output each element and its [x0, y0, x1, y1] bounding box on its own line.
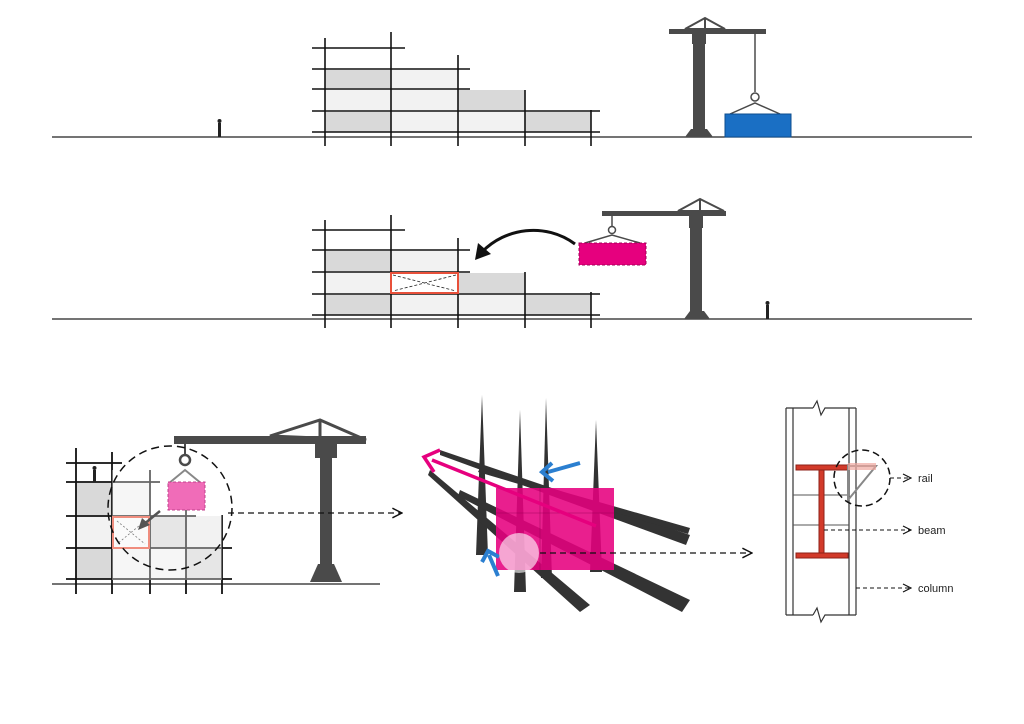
curved-arrow-icon	[480, 228, 576, 254]
module-cell	[325, 90, 391, 110]
module-cell	[76, 516, 112, 548]
module-cell	[112, 483, 150, 515]
panel-2-replacement	[52, 197, 972, 328]
module-cell	[325, 251, 391, 271]
connection-highlight	[499, 533, 539, 573]
module-cell	[325, 112, 391, 132]
panel-3-lifting-detail	[52, 418, 402, 594]
module-cell	[150, 516, 186, 548]
column-label: column	[918, 583, 953, 595]
tower-crane-icon	[584, 197, 726, 319]
module-cell	[391, 295, 458, 315]
module-cell	[391, 90, 458, 110]
building-grid	[312, 32, 600, 146]
blue-direction-arrow-icon	[480, 461, 581, 577]
module-cell	[186, 549, 222, 579]
module-cell	[325, 70, 391, 88]
panel-3-section-detail: rail beam column	[785, 399, 953, 624]
i-beam	[795, 464, 849, 559]
module-cell	[458, 295, 525, 315]
detail-callout-circle	[833, 449, 891, 507]
module-cell	[458, 90, 525, 110]
replacement-module	[578, 242, 647, 266]
module-cell	[186, 516, 222, 548]
rail-element	[847, 465, 879, 503]
human-figure-icon	[92, 466, 97, 482]
module-cell	[458, 273, 525, 293]
empty-module-slot	[390, 272, 459, 294]
building-grid	[312, 215, 600, 328]
panel-1-initial-state	[52, 16, 972, 146]
rail-label: rail	[918, 473, 933, 485]
module-cell	[391, 70, 458, 88]
replacement-module	[167, 481, 206, 511]
module-cell	[525, 295, 591, 315]
lift-direction-arrow	[431, 458, 597, 528]
module-cell	[325, 295, 391, 315]
column-lines	[785, 399, 857, 624]
tower-crane-icon	[174, 418, 367, 582]
module-cell	[458, 112, 525, 132]
tower-crane-icon	[669, 16, 781, 137]
human-figure-icon	[217, 119, 222, 137]
building-grid	[66, 448, 232, 594]
module-cell	[76, 549, 112, 579]
human-figure-icon	[765, 301, 770, 319]
panel-3-guide-rails	[421, 395, 752, 612]
module-cell	[391, 112, 458, 132]
detail-callout-circle	[107, 445, 233, 571]
beam-label: beam	[918, 525, 946, 537]
container-module	[724, 113, 792, 138]
hook-icon	[178, 453, 192, 467]
module-cell	[325, 273, 391, 293]
module-cell	[150, 549, 186, 579]
module-cell	[391, 251, 458, 271]
module-cell	[76, 483, 112, 515]
module-cell	[525, 112, 591, 132]
